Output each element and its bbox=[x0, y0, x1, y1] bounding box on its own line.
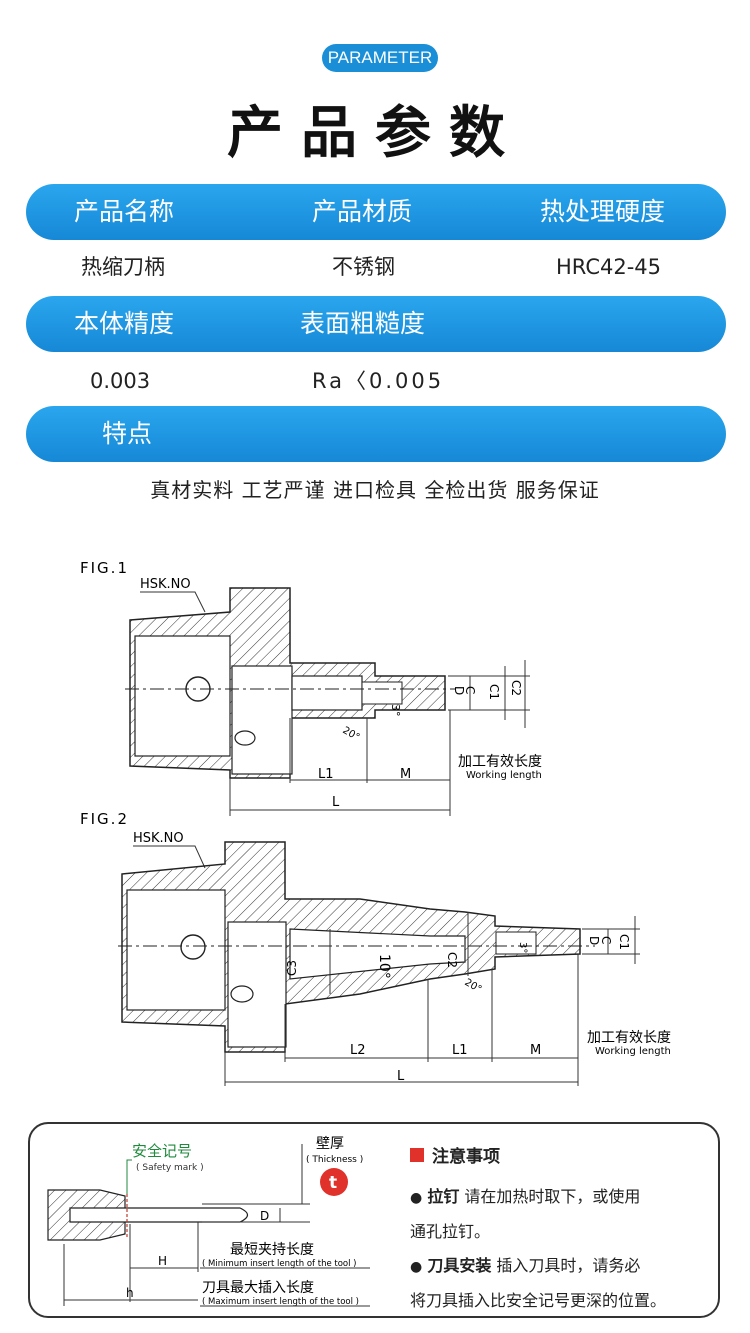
notes-title: 注意事项 bbox=[432, 1147, 500, 1167]
fig2-diagram: FIG.2 HSK.NO L2 L1 M L C3 10° C2 3° 20° … bbox=[80, 810, 671, 1086]
fig1-dim-c: C bbox=[463, 686, 477, 694]
fig2-working-length-en: Working length bbox=[595, 1046, 671, 1057]
fig2-dim-c: C bbox=[599, 936, 613, 944]
features-text: 真材实料 工艺严谨 进口检具 全检出货 服务保证 bbox=[150, 478, 600, 502]
value-precision: 0.003 bbox=[90, 369, 151, 393]
header-bar-2: 本体精度 表面粗糙度 bbox=[26, 296, 726, 352]
header-features: 特点 bbox=[102, 419, 153, 448]
fig1-angle: 3° bbox=[389, 704, 402, 717]
note-item-pull-stud-cont: 通孔拉钉。 bbox=[410, 1222, 491, 1241]
parameter-badge: PARAMETER bbox=[322, 44, 438, 72]
fig2-dim-c2: C2 bbox=[445, 952, 459, 968]
safety-mark-cn: 安全记号 bbox=[132, 1142, 192, 1160]
fig1-working-length-cn: 加工有效长度 bbox=[458, 754, 542, 770]
safety-mark-en: ( Safety mark ) bbox=[136, 1163, 204, 1173]
fig1-dim-c1: C1 bbox=[487, 684, 501, 700]
values-row-2: 0.003 Ra〈0.005 bbox=[26, 354, 726, 408]
fig1-dim-m: M bbox=[400, 767, 411, 782]
notes-title-marker bbox=[410, 1148, 424, 1162]
fig1-hsk-label: HSK.NO bbox=[140, 577, 191, 592]
value-roughness: Ra〈0.005 bbox=[312, 369, 445, 393]
min-insert-en: ( Minimum insert length of the tool ) bbox=[202, 1259, 357, 1269]
fig1-dim-l: L bbox=[332, 795, 340, 810]
note-item-pull-stud: ● 拉钉 请在加热时取下，或使用 bbox=[410, 1187, 641, 1206]
fig2-hsk-label: HSK.NO bbox=[133, 831, 184, 846]
max-insert-cn: 刀具最大插入长度 bbox=[202, 1280, 314, 1296]
header-material: 产品材质 bbox=[312, 197, 413, 226]
insert-dim-d: D bbox=[260, 1209, 269, 1223]
fig2-angle: 10° bbox=[376, 954, 392, 979]
page-title: 产品参数 bbox=[227, 101, 523, 166]
fig2-dim-l2: L2 bbox=[350, 1043, 366, 1058]
value-hardness: HRC42-45 bbox=[556, 255, 662, 279]
insert-dim-h-upper: H bbox=[158, 1254, 167, 1268]
fig2-dim-l: L bbox=[397, 1069, 405, 1084]
fig2-dim-l1: L1 bbox=[452, 1043, 468, 1058]
fig2-chamfer: 20° bbox=[463, 977, 484, 995]
insert-diagram: 安全记号 ( Safety mark ) D H h 壁厚 ( Thicknes… bbox=[47, 1136, 370, 1307]
value-material: 不锈钢 bbox=[332, 255, 395, 279]
note-item-tool-install: ● 刀具安装 插入刀具时，请务必 bbox=[410, 1256, 641, 1275]
header-product-name: 产品名称 bbox=[74, 197, 175, 226]
header-roughness: 表面粗糙度 bbox=[300, 309, 426, 338]
header-bar-1: 产品名称 产品材质 热处理硬度 bbox=[26, 184, 726, 240]
fig1-chamfer: 20° bbox=[341, 725, 362, 743]
header-precision: 本体精度 bbox=[74, 309, 175, 338]
fig2-angle-small: 3° bbox=[517, 942, 528, 953]
value-product-name: 热缩刀柄 bbox=[81, 255, 165, 279]
notes-panel: 安全记号 ( Safety mark ) D H h 壁厚 ( Thicknes… bbox=[28, 1122, 720, 1318]
fig2-dim-m: M bbox=[530, 1043, 541, 1058]
max-insert-en: ( Maximum insert length of the tool ) bbox=[202, 1297, 359, 1307]
thickness-en: ( Thickness ) bbox=[306, 1155, 363, 1165]
fig2-dim-c1: C1 bbox=[617, 934, 631, 950]
thickness-badge bbox=[320, 1168, 348, 1196]
thickness-symbol: t bbox=[329, 1173, 337, 1193]
min-insert-cn: 最短夹持长度 bbox=[230, 1242, 314, 1258]
insert-dim-h-lower: h bbox=[126, 1286, 134, 1300]
fig1-label: FIG.1 bbox=[80, 559, 129, 577]
fig2-working-length-cn: 加工有效长度 bbox=[587, 1030, 671, 1046]
fig2-dim-d: D bbox=[587, 936, 601, 945]
fig1-diagram: FIG.1 HSK.NO L1 M L 3° 20° D C C1 C2 加工有… bbox=[80, 559, 542, 816]
header-bar-features: 特点 bbox=[26, 406, 726, 462]
fig1-dim-d: D bbox=[452, 686, 466, 695]
note-item-tool-install-cont: 将刀具插入比安全记号更深的位置。 bbox=[410, 1291, 667, 1310]
values-row-1: 热缩刀柄 不锈钢 HRC42-45 bbox=[26, 240, 726, 294]
thickness-cn: 壁厚 bbox=[316, 1136, 344, 1152]
fig2-label: FIG.2 bbox=[80, 810, 129, 828]
fig1-dim-c2: C2 bbox=[509, 680, 523, 696]
fig1-working-length-en: Working length bbox=[466, 770, 542, 781]
header-hardness: 热处理硬度 bbox=[540, 197, 666, 226]
fig1-dim-l1: L1 bbox=[318, 767, 334, 782]
fig2-dim-c3: C3 bbox=[285, 960, 299, 976]
